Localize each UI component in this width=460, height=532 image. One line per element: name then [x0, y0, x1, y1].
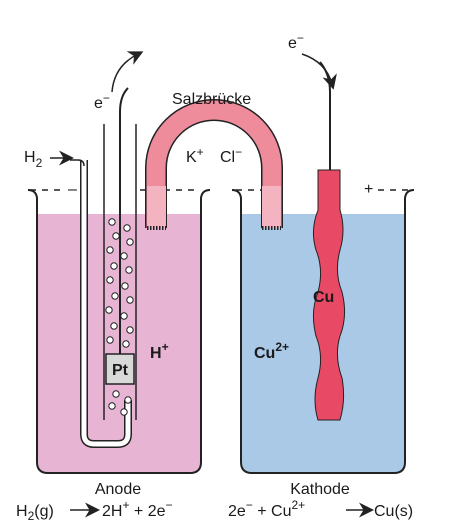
copper-electrode: [312, 169, 346, 421]
salt-bridge-right-end: [262, 186, 281, 228]
cathode-polarity: +: [364, 181, 373, 198]
pt-wire: [119, 87, 129, 354]
proton-label: H+: [150, 340, 169, 362]
salt-bridge-fill: [146, 100, 282, 228]
hydrogen-inlet-label: H2: [24, 149, 43, 170]
hydrogen-inlet-bend: [70, 159, 85, 167]
electron-arrow-right: [301, 53, 337, 90]
salt-bridge-left-end: [147, 186, 166, 228]
copper-electrode-label: Cu: [313, 289, 334, 306]
bridge-ion-k: K+: [186, 145, 204, 166]
copper-wire: [319, 61, 331, 170]
anode-equation: H2(g): [16, 503, 54, 523]
anode-products: 2H+ + 2e−: [102, 498, 173, 520]
hydrogen-bubbles: [105, 218, 134, 416]
electron-arrow-left: [111, 51, 144, 93]
platinum-label: Pt: [112, 362, 129, 379]
anode-title: Anode: [95, 481, 141, 498]
electron-label-left: e−: [94, 91, 110, 112]
bridge-ion-cl: Cl−: [220, 145, 242, 166]
hydrogen-tube-inner: [81, 160, 131, 447]
electron-label-right: e−: [288, 31, 304, 52]
anode-polarity: –: [68, 181, 77, 198]
cathode-title: Kathode: [290, 481, 350, 498]
copper-ion-label: Cu2+: [254, 340, 289, 362]
cathode-equation: 2e− + Cu2+: [228, 498, 305, 520]
platinum-plate: [105, 353, 135, 385]
cathode-beaker: [231, 189, 415, 474]
anode-beaker: [27, 189, 211, 474]
cathode-product: Cu(s): [374, 503, 413, 520]
salt-bridge-label: Salzbrücke: [172, 91, 251, 108]
